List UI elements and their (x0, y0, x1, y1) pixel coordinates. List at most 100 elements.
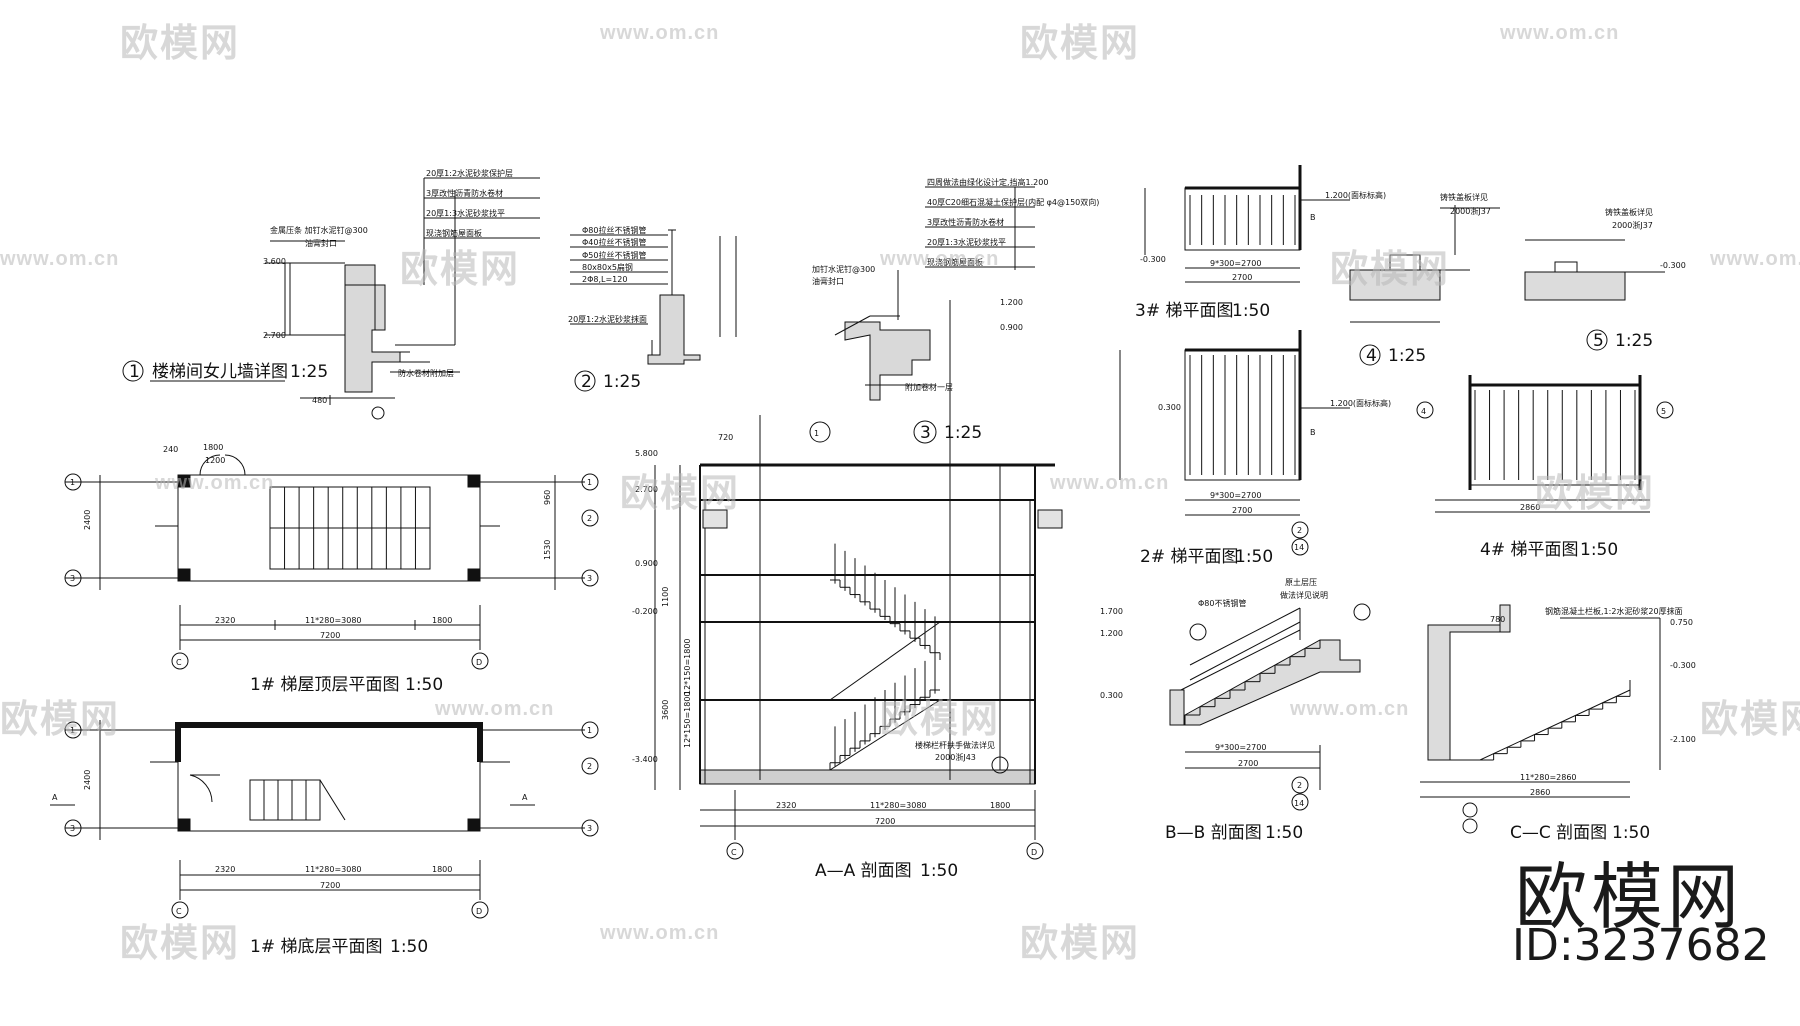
section-cc-scale: 1:50 (1612, 823, 1650, 843)
level-1700: 1.700 (1100, 607, 1123, 616)
ground-plan-drawing (50, 720, 599, 919)
ground-plan-dim-7200: 7200 (320, 881, 340, 890)
plan-4-scale: 1:50 (1580, 540, 1618, 560)
aa-rail-note: 楼梯栏杆扶手做法详见 (915, 740, 995, 750)
detail-1-number-circle (122, 360, 144, 382)
level-0900-d3: 0.900 (1000, 323, 1023, 332)
roof-plan-dim-1530: 1530 (543, 540, 552, 560)
detail-3-roof-edge (834, 186, 1035, 444)
detail-4-note: 铸铁盖板详见 (1440, 192, 1488, 202)
detail-1-layer-2: 3厚改性沥青防水卷材 (426, 188, 503, 198)
cc-dim-2860: 11*280=2860 (1520, 773, 1577, 782)
ground-plan-axis-2r: 2 (587, 762, 592, 771)
detail-2-item-1: Φ80拉丝不锈钢管 (582, 225, 646, 235)
detail-2-handrail (570, 229, 737, 392)
level-2700: 2.700 (263, 331, 286, 340)
section-aa-scale: 1:50 (920, 861, 958, 881)
bb-dim-2700b: 2700 (1238, 759, 1258, 768)
cc-dim-2860b: 2860 (1530, 788, 1550, 797)
roof-plan-dim-3080: 11*280=3080 (305, 616, 362, 625)
aa-axis-d: D (1031, 848, 1037, 857)
detail-5-drawing (1524, 239, 1665, 351)
roof-plan-axis-d: D (476, 658, 482, 667)
plan-4-title: 4# 梯平面图 (1480, 540, 1578, 560)
detail-3-layer-2: 40厚C20细石混凝土保护层(内配 φ4@150双向) (927, 197, 1099, 207)
level-0300-bb: 0.300 (1100, 691, 1123, 700)
detail-5-number: 5 (1593, 331, 1604, 351)
detail-4-number: 4 (1366, 346, 1377, 366)
detail-5-note: 铸铁盖板详见 (1605, 207, 1653, 217)
section-cc-title: C—C 剖面图 (1510, 823, 1607, 843)
plan-2-axis-14: 14 (1294, 543, 1304, 552)
detail-5-scale: 1:25 (1615, 331, 1653, 351)
detail-3-left-note-1: 加钉水泥钉@300 (812, 264, 875, 274)
detail-2-bottom-note: 20厚1:2水泥砂浆抹面 (568, 314, 647, 324)
detail-2-item-3: Φ50拉丝不锈钢管 (582, 250, 646, 260)
detail-4-ref: 2000浙J37 (1450, 206, 1491, 216)
roof-plan-dim-2400: 2400 (83, 510, 92, 530)
plan-3-dim-2700: 9*300=2700 (1210, 259, 1261, 268)
detail-3-layer-1: 四周做法由绿化设计定,挡高1.200 (927, 177, 1048, 187)
plan-2-cut-b: B (1310, 428, 1316, 437)
detail-3-layer-3: 3厚改性沥青防水卷材 (927, 217, 1004, 227)
ground-plan-axis-d: D (476, 907, 482, 916)
aa-ref-1: 1 (814, 429, 819, 438)
plan-3-level-minus-0300: -0.300 (1140, 255, 1166, 264)
aa-dim-3600: 3600 (661, 700, 670, 720)
roof-plan-dim-960: 960 (543, 490, 552, 505)
section-bb-scale: 1:50 (1265, 823, 1303, 843)
plan-2-dim-2700b: 2700 (1232, 506, 1252, 515)
section-bb-drawing (1169, 603, 1371, 811)
bb-axis-2: 2 (1297, 781, 1302, 790)
aa-dim-7200: 7200 (875, 817, 895, 826)
roof-plan-dim-1800: 1800 (203, 443, 223, 452)
ground-plan-dim-2320: 2320 (215, 865, 235, 874)
level-1200-bb: 1.200 (1100, 629, 1123, 638)
level-2700-aa: 2.700 (635, 485, 658, 494)
detail-1-parapet (265, 177, 540, 420)
level-0900-aa: 0.900 (635, 559, 658, 568)
roof-plan-title: 1# 梯屋顶层平面图 (250, 675, 399, 695)
level-5800: 5.800 (635, 449, 658, 458)
plan-2-dim-2700: 9*300=2700 (1210, 491, 1261, 500)
level-1200-d3: 1.200 (1000, 298, 1023, 307)
detail-1-number: 1 (129, 362, 140, 382)
aa-dim-2320: 2320 (776, 801, 796, 810)
roof-plan-axis-c: C (176, 658, 182, 667)
plan-3-drawing (1144, 165, 1350, 283)
detail-1-left-note-1: 金属压条 加钉水泥钉@300 (270, 225, 368, 235)
detail-1-scale: 1:25 (290, 362, 328, 382)
level-0750: 0.750 (1670, 618, 1693, 627)
brand-logo-text: 欧模网 (1515, 855, 1744, 939)
detail-1-left-note-2: 油膏封口 (305, 238, 337, 248)
plan-2-level-0300: 0.300 (1158, 403, 1181, 412)
roof-plan-axis-3: 3 (70, 574, 75, 583)
plan-2-title: 2# 梯平面图 (1140, 547, 1238, 567)
plan-2-level: 1.200(面标标高) (1330, 398, 1391, 408)
level-minus-2100: -2.100 (1670, 735, 1696, 744)
detail-1-title: 楼梯间女儿墙详图 (152, 362, 288, 382)
plan-4-ref-5: 5 (1661, 407, 1666, 416)
detail-4-drawing (1349, 205, 1500, 366)
ground-plan-cut-a-left: A (52, 793, 58, 802)
detail-5-ref: 2000浙J37 (1612, 220, 1653, 230)
roof-plan-dim-7200: 7200 (320, 631, 340, 640)
detail-2-item-4: 80x80x5扁钢 (582, 262, 633, 272)
brand-id-text: ID:3237682 (1512, 920, 1770, 971)
detail-3-layer-5: 现浇钢筋屋面板 (927, 257, 983, 267)
level-minus-3400: -3.400 (632, 755, 658, 764)
ground-plan-title: 1# 梯底层平面图 (250, 937, 382, 957)
roof-plan-dim-1200: 1200 (205, 456, 225, 465)
section-aa-title: A—A 剖面图 (815, 861, 912, 881)
bb-dim-2700: 9*300=2700 (1215, 743, 1266, 752)
plan-3-scale: 1:50 (1232, 301, 1270, 321)
detail-3-bottom-note: 附加卷材一层 (905, 382, 953, 392)
level-minus-0300-cc: -0.300 (1670, 661, 1696, 670)
section-aa-drawing (654, 300, 1063, 860)
roof-plan-drawing (64, 454, 599, 670)
roof-plan-dim-240: 240 (163, 445, 178, 454)
roof-plan-dim-2320: 2320 (215, 616, 235, 625)
plan-2-axis-2: 2 (1297, 526, 1302, 535)
ground-plan-axis-c: C (176, 907, 182, 916)
roof-plan-axis-1: 1 (70, 478, 75, 487)
